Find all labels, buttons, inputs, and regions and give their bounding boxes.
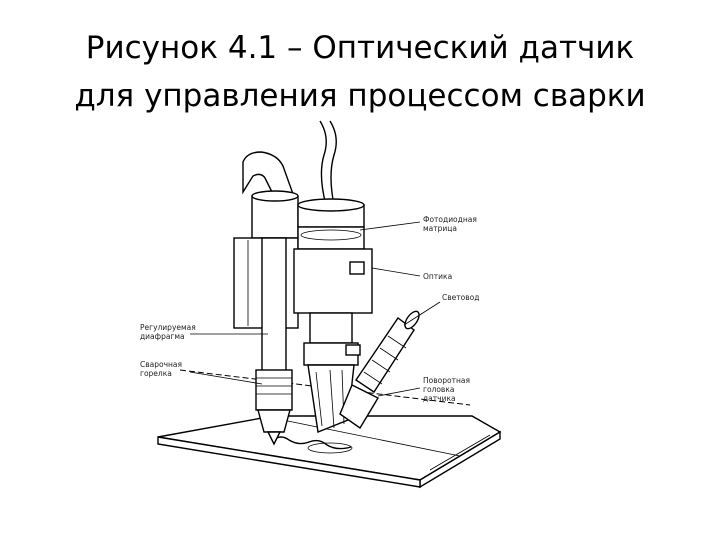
label-torch-line2: горелка bbox=[140, 369, 172, 378]
label-diaphragm-line1: Регулируемая bbox=[140, 323, 196, 332]
label-photodiode-matrix-line1: Фотодиодная bbox=[423, 215, 477, 224]
label-head-line3: датчика bbox=[423, 394, 456, 403]
leader-lines bbox=[189, 221, 441, 397]
workpiece-plate bbox=[157, 415, 502, 489]
label-photodiode-matrix-line2: матрица bbox=[423, 224, 457, 233]
light-guide bbox=[339, 310, 420, 430]
title-line-1: Рисунок 4.1 – Оптический датчик bbox=[85, 30, 635, 66]
label-torch-line1: Сварочная bbox=[140, 360, 182, 369]
title-line-2: для управления процессом сварки bbox=[74, 78, 646, 114]
label-optics: Оптика bbox=[423, 272, 452, 281]
label-light-guide: Световод bbox=[442, 293, 479, 302]
label-head-line2: головка bbox=[423, 385, 454, 394]
welding-torch bbox=[233, 151, 299, 446]
label-diaphragm-line2: диафрагма bbox=[140, 332, 185, 341]
slide-title: Рисунок 4.1 – Оптический датчик для упра… bbox=[0, 24, 720, 120]
label-head-line1: Поворотная bbox=[423, 376, 470, 385]
